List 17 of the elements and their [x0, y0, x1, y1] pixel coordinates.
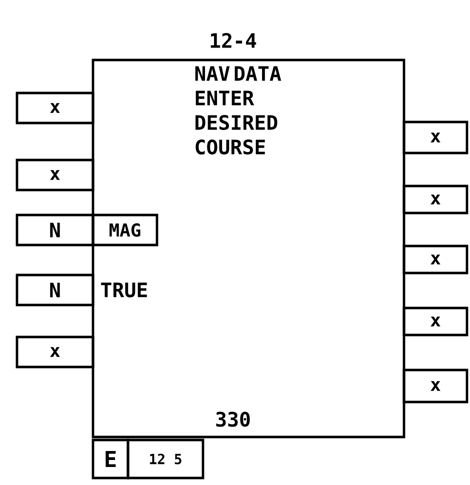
side-button: N [16, 274, 94, 306]
side-button: x [16, 336, 94, 368]
option-label: TRUE [101, 282, 147, 298]
status-box: E [92, 438, 130, 480]
screen-message: NAV DATA ENTER DESIRED COURSE [195, 66, 282, 154]
side-button: x [402, 244, 468, 274]
side-button: x [402, 368, 468, 404]
screen-title: 12-4 [210, 33, 256, 48]
side-button: x [402, 184, 468, 214]
readout-value: 330 [216, 412, 250, 427]
softkey-label: MAG [92, 214, 158, 246]
status-box: 12 5 [126, 438, 204, 480]
side-button: x [402, 306, 468, 336]
side-button: x [402, 120, 468, 154]
side-button: N [16, 214, 94, 246]
side-button: x [16, 92, 94, 124]
side-button: x [16, 158, 94, 192]
